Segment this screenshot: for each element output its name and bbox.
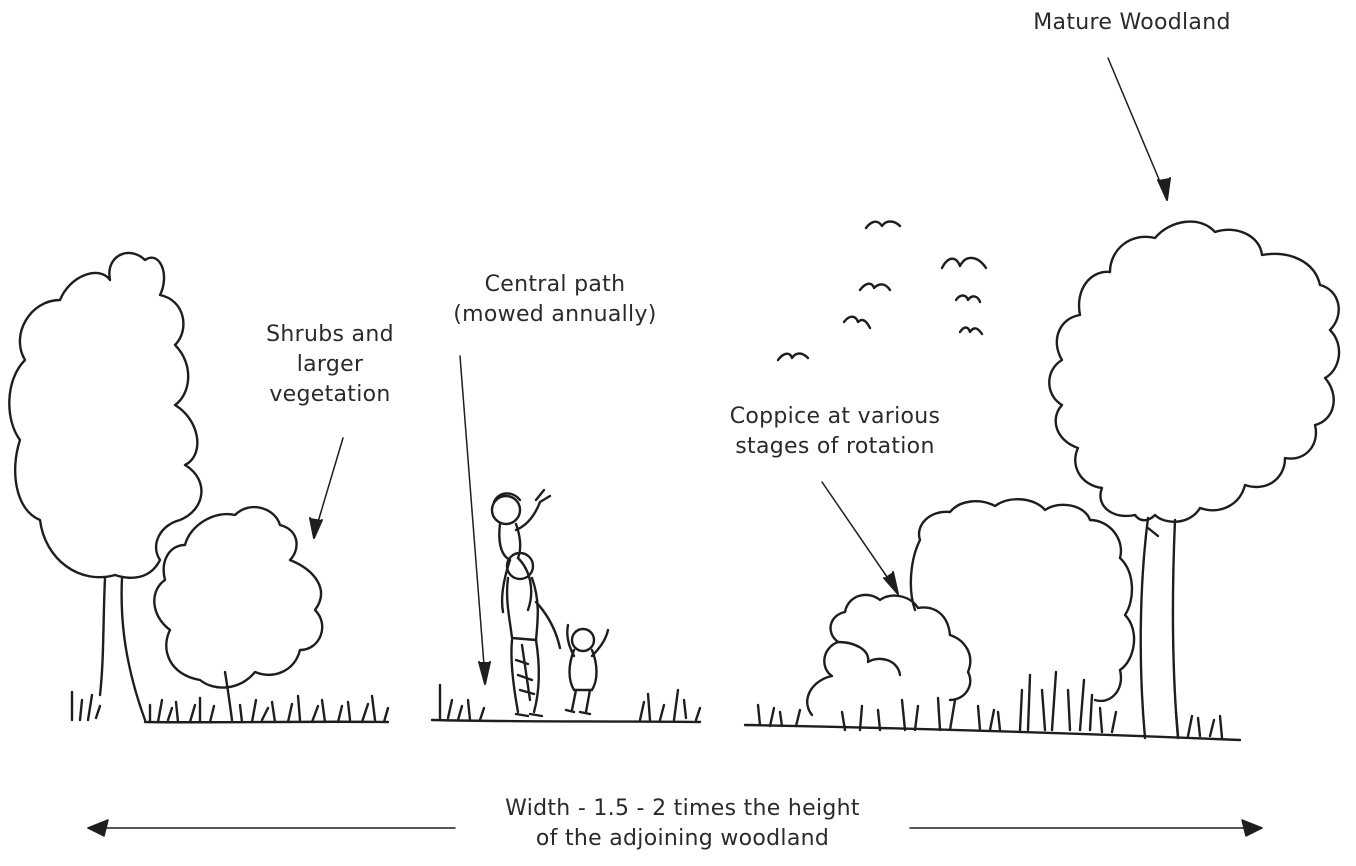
- coppice-large: [911, 499, 1134, 701]
- center-ground: [432, 685, 700, 722]
- coppice-small: [807, 642, 900, 715]
- label-shrubs-line-1: Shrubs and: [220, 320, 440, 350]
- man-arm-right: [536, 602, 560, 648]
- arrow-shrubs: [315, 438, 343, 532]
- label-shrubs-line-3: vegetation: [220, 380, 440, 410]
- left-tree-canopy: [9, 253, 201, 578]
- left-tree-trunk-right: [122, 578, 145, 720]
- mature-tree-canopy: [1049, 222, 1339, 522]
- bird: [866, 222, 900, 229]
- label-mature-woodland-text: Mature Woodland: [1000, 8, 1264, 38]
- bird: [956, 296, 980, 303]
- label-width-line-1: Width - 1.5 - 2 times the height: [455, 794, 910, 824]
- width-arrowhead-left: [88, 820, 108, 836]
- right-ground-line: [745, 725, 1240, 740]
- bird: [942, 258, 986, 268]
- arrowhead-central-path: [479, 662, 490, 684]
- width-arrowhead-right: [1242, 820, 1262, 836]
- label-width: Width - 1.5 - 2 times the height of the …: [455, 794, 910, 854]
- label-central-path: Central path (mowed annually): [430, 270, 680, 330]
- coppice-mid: [831, 595, 950, 642]
- family-walking: [492, 490, 608, 716]
- label-central-path-line-2: (mowed annually): [430, 300, 680, 330]
- label-central-path-line-1: Central path: [430, 270, 680, 300]
- coppice-group: [807, 499, 1134, 730]
- bird: [960, 328, 982, 335]
- bird: [844, 317, 870, 328]
- mature-tree-trunk-right: [1173, 520, 1178, 738]
- label-width-line-2: of the adjoining woodland: [455, 824, 910, 854]
- right-grass: [758, 705, 1222, 738]
- man-feet: [516, 714, 542, 716]
- arrow-central-path: [460, 356, 485, 678]
- arrow-mature-woodland: [1108, 58, 1166, 196]
- mature-tree-trunk-left: [1141, 518, 1148, 738]
- bird: [778, 354, 808, 361]
- label-coppice: Coppice at various stages of rotation: [690, 402, 980, 462]
- man-legs: [511, 640, 538, 712]
- label-shrubs-line-2: larger: [220, 350, 440, 380]
- small-child-head: [572, 629, 594, 651]
- arrowhead-shrubs: [310, 518, 322, 538]
- mature-tree: [1049, 222, 1339, 738]
- shrub: [154, 507, 322, 720]
- left-tree-trunk-left: [100, 578, 105, 695]
- label-coppice-line-1: Coppice at various: [690, 402, 980, 432]
- left-tall-tree: [9, 253, 201, 720]
- left-ground-line: [145, 722, 388, 723]
- arrow-coppice: [822, 482, 896, 590]
- birds: [778, 222, 986, 361]
- mature-tree-branch: [1148, 528, 1158, 536]
- man-body: [507, 578, 538, 640]
- arrowhead-mature-woodland: [1158, 178, 1170, 200]
- small-child-legs: [566, 690, 590, 714]
- label-coppice-line-2: stages of rotation: [690, 432, 980, 462]
- coppice-stems: [842, 672, 1092, 730]
- coppice-mid-inner: [950, 635, 970, 700]
- shrub-canopy: [154, 507, 322, 687]
- man-head: [507, 553, 533, 579]
- center-grass: [440, 685, 700, 720]
- label-mature-woodland: Mature Woodland: [1000, 8, 1264, 38]
- bird: [860, 284, 890, 290]
- label-shrubs: Shrubs and larger vegetation: [220, 320, 440, 410]
- shrub-stem: [225, 672, 232, 720]
- right-ground: [745, 705, 1240, 740]
